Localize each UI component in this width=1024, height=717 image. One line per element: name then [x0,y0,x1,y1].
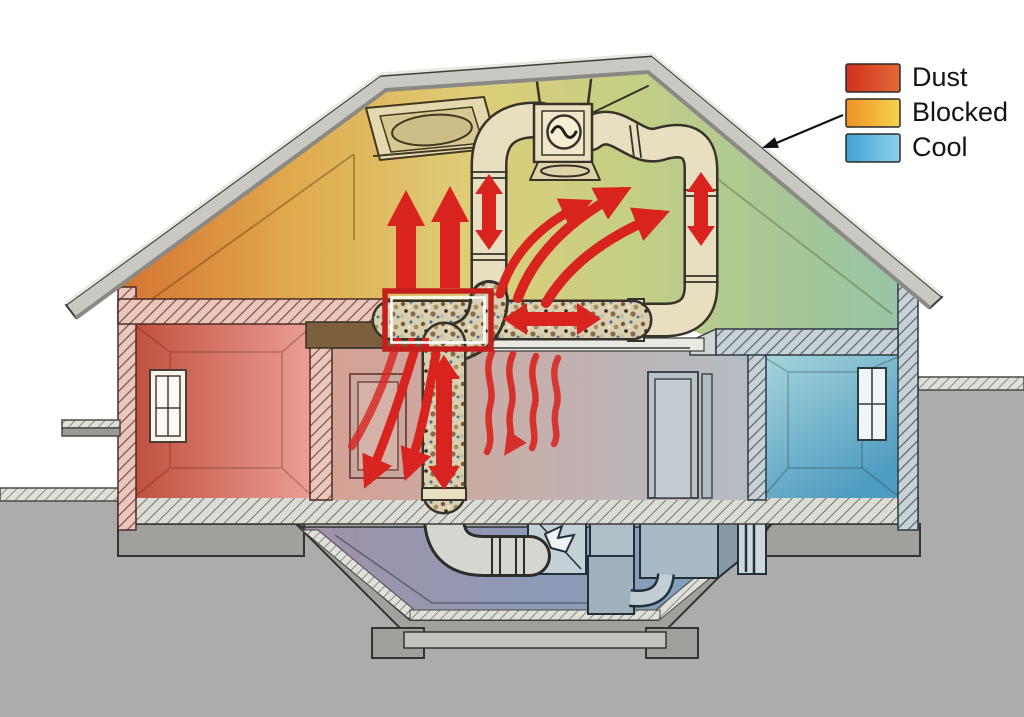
curved-up-arrow [513,187,632,303]
left-warm-room [134,324,313,498]
legend-label-cool: Cool [912,132,968,162]
attic-duct-fan-unit [529,78,649,181]
double-vertical-arrow-duct [428,355,460,490]
exterior-shelf [61,419,121,437]
heat-wave-line [483,348,496,456]
exterior-wall-right [897,279,919,531]
blocked-duct-highlight-box [382,288,494,352]
blower-housing [587,555,635,615]
heat-wave-line [550,354,562,448]
roof [64,52,944,320]
ceiling-joist-band-right [715,328,899,356]
airflow-arrows [348,172,715,490]
attic-supply-ducts [365,78,719,338]
interior-wall-right [747,337,767,501]
legend: Dust Blocked Cool [762,62,1008,163]
exterior-wall-left [117,286,137,531]
interior-door [647,371,713,499]
double-vertical-arrow [475,174,503,250]
legend-swatch-dust [845,63,901,93]
legend-item-cool: Cool [845,132,968,163]
airflow-arrows-curved [348,187,671,489]
filter-arrow-icon [543,524,576,554]
ceiling-joist-band-left [117,298,391,325]
heat-wave-line [528,352,540,452]
double-horizontal-arrow [503,303,601,335]
up-arrow [387,190,425,292]
legend-item-dust: Dust [845,62,968,93]
curved-down-arrow [400,349,441,482]
attic-exhaust-louver [365,96,499,161]
legend-swatch-cool [845,133,901,163]
curved-up-arrow [541,207,671,308]
legend-label-blocked: Blocked [912,97,1008,127]
legend-swatch-blocked [845,98,901,128]
double-vertical-arrow [687,172,715,246]
heat-wave-arrow [504,350,527,456]
cut-walls [61,279,919,531]
curved-flow-line [348,348,398,450]
right-cool-room [763,355,899,498]
legend-item-blocked: Blocked [845,97,1008,128]
curved-down-arrow [362,347,419,489]
foundation [117,515,921,659]
main-floor-band [117,496,919,525]
window-left [149,369,187,443]
airflow-arrows-solid [387,172,715,490]
window-right [857,367,887,441]
legend-callout-arrow-icon [762,113,844,148]
curved-up-arrow [495,198,593,299]
up-arrow [431,186,469,288]
legend-label-dust: Dust [912,62,968,92]
